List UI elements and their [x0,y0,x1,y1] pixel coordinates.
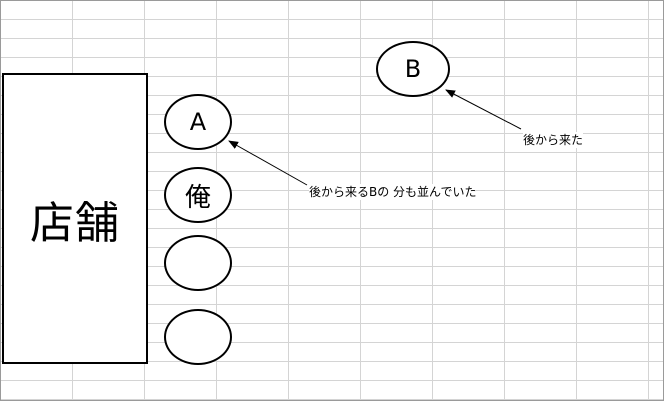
arrow-to-a [228,140,308,186]
empty-ellipse-1[interactable] [164,235,232,291]
store-box: 店舗 [2,73,148,364]
person-a-label: A [189,108,207,136]
person-me-label: 俺 [184,182,211,213]
empty-ellipse-2[interactable] [164,309,232,365]
note-b-came-later[interactable]: 後から来た [523,132,584,148]
person-a-ellipse[interactable]: A [164,94,232,150]
note-queued-for-b[interactable]: 後から来るBの 分も並んでいた [309,184,477,200]
arrow-to-b [445,89,522,130]
person-me-ellipse[interactable]: 俺 [164,167,232,223]
person-b-ellipse[interactable]: B [376,41,450,97]
store-label: 店舗 [30,197,120,249]
note-queued-for-b-text: 後から来るBの 分も並んでいた [309,185,477,199]
person-b-label: B [404,55,422,83]
note-b-came-later-text: 後から来た [523,133,584,147]
